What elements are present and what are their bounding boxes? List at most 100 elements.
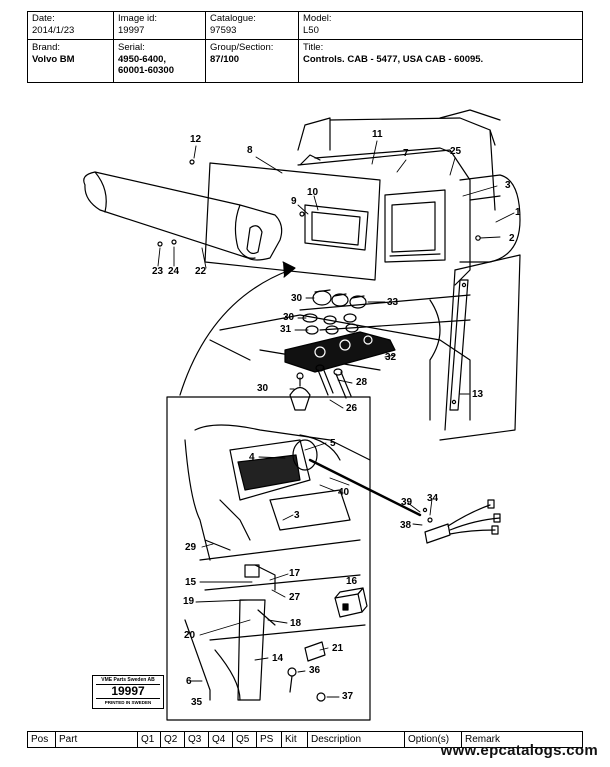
callout-27: 27 xyxy=(289,592,301,603)
callout-6: 6 xyxy=(186,676,192,687)
publisher-stamp: VME Parts Sweden AB 19997 PRINTED IN SWE… xyxy=(92,675,164,709)
callout-21: 21 xyxy=(332,643,344,654)
callout-8: 8 xyxy=(247,145,253,156)
callout-29: 29 xyxy=(185,542,197,553)
callout-33: 33 xyxy=(387,297,399,308)
serial-cell: Serial: 4950-6400, 60001-60300 xyxy=(114,42,205,77)
strip xyxy=(449,279,469,411)
callout-7: 7 xyxy=(403,148,409,159)
col-q2: Q2 xyxy=(161,732,185,747)
serial-value-1: 4950-6400, xyxy=(118,53,167,65)
fasteners xyxy=(157,159,481,523)
callout-5: 5 xyxy=(330,438,336,449)
callout-2: 2 xyxy=(509,233,515,244)
callout-18: 18 xyxy=(290,618,302,629)
callout-37: 37 xyxy=(342,691,354,702)
callout-9: 9 xyxy=(291,196,297,207)
callout-12: 12 xyxy=(190,134,202,145)
callout-3-top: 3 xyxy=(505,180,511,191)
callout-17: 17 xyxy=(289,568,301,579)
cover-panel xyxy=(204,162,381,281)
screws xyxy=(287,667,326,702)
model-label: Model: xyxy=(303,13,332,24)
knobs xyxy=(302,289,367,335)
callout-35: 35 xyxy=(191,697,203,708)
date-cell: Date: 2014/1/23 xyxy=(28,13,113,36)
header-table: Date: 2014/1/23 Image id: 19997 Catalogu… xyxy=(27,11,583,83)
callout-39: 39 xyxy=(401,497,413,508)
model-cell: Model: L50 xyxy=(299,13,582,36)
col-pos: Pos xyxy=(28,732,56,747)
group-cell: Group/Section: 87/100 xyxy=(206,42,298,65)
serial-value-2: 60001-60300 xyxy=(118,65,174,76)
stamp-publisher: VME Parts Sweden AB xyxy=(101,677,155,683)
relay xyxy=(334,587,368,618)
col-q1: Q1 xyxy=(138,732,161,747)
date-value: 2014/1/23 xyxy=(32,24,75,36)
title-value: Controls. CAB - 5477, USA CAB - 60095. xyxy=(303,53,484,65)
control-plate xyxy=(284,331,396,373)
col-q3: Q3 xyxy=(185,732,209,747)
callout-32: 32 xyxy=(385,352,397,363)
callout-30-b: 30 xyxy=(283,312,295,323)
callout-24: 24 xyxy=(168,266,180,277)
callout-15: 15 xyxy=(185,577,197,588)
brand-value: Volvo BM xyxy=(32,53,75,65)
callout-3-detail: 3 xyxy=(294,510,300,521)
duct-housing xyxy=(297,109,521,286)
side-panel xyxy=(299,254,521,441)
callout-16: 16 xyxy=(346,576,358,587)
col-description: Description xyxy=(308,732,405,747)
stamp-number: 19997 xyxy=(96,684,160,699)
image-id-label: Image id: xyxy=(118,13,158,24)
callout-30-a: 30 xyxy=(291,293,303,304)
brand-cell: Brand: Volvo BM xyxy=(28,42,113,65)
bushing xyxy=(304,641,326,662)
callout-20: 20 xyxy=(184,630,196,641)
switches xyxy=(289,364,352,411)
title-label: Title: xyxy=(303,42,324,53)
catalogue-value: 97593 xyxy=(210,24,237,36)
callout-19: 19 xyxy=(183,596,195,607)
cable xyxy=(308,458,422,517)
callout-23: 23 xyxy=(152,266,164,277)
watermark: www.epcatalogs.com xyxy=(440,742,598,759)
col-options: Option(s) xyxy=(405,732,462,747)
callout-31: 31 xyxy=(280,324,292,335)
callout-22: 22 xyxy=(195,266,207,277)
callout-25: 25 xyxy=(450,146,462,157)
harness xyxy=(424,499,501,544)
callout-36: 36 xyxy=(309,665,321,676)
callout-26: 26 xyxy=(346,403,358,414)
air-duct xyxy=(83,171,283,261)
curved-arrow xyxy=(179,269,291,396)
callout-30-c: 30 xyxy=(257,383,269,394)
col-kit: Kit xyxy=(282,732,308,747)
date-label: Date: xyxy=(32,13,55,24)
callout-38: 38 xyxy=(400,520,412,531)
col-q5: Q5 xyxy=(233,732,257,747)
catalogue-label: Catalogue: xyxy=(210,13,256,24)
image-id-value: 19997 xyxy=(118,24,145,36)
callout-4: 4 xyxy=(249,452,255,463)
callout-10: 10 xyxy=(307,187,319,198)
callout-34: 34 xyxy=(427,493,439,504)
col-remark: Remark xyxy=(465,734,501,745)
leader-lines xyxy=(157,140,515,698)
callout-40: 40 xyxy=(338,487,350,498)
callout-13: 13 xyxy=(472,389,484,400)
stamp-printed: PRINTED IN SWEDEN xyxy=(104,700,152,705)
group-label: Group/Section: xyxy=(210,42,274,53)
model-value: L50 xyxy=(303,24,319,36)
callout-1: 1 xyxy=(515,207,521,218)
serial-label: Serial: xyxy=(118,42,145,53)
detail-frame xyxy=(166,396,371,721)
callout-14: 14 xyxy=(272,653,284,664)
callout-11: 11 xyxy=(372,129,383,140)
arrow-head xyxy=(282,261,296,278)
col-ps: PS xyxy=(257,732,282,747)
brand-label: Brand: xyxy=(32,42,60,53)
parts-table-header: Pos Part Q1 Q2 Q3 Q4 Q5 PS Kit Descripti… xyxy=(27,731,583,748)
callout-28: 28 xyxy=(356,377,368,388)
